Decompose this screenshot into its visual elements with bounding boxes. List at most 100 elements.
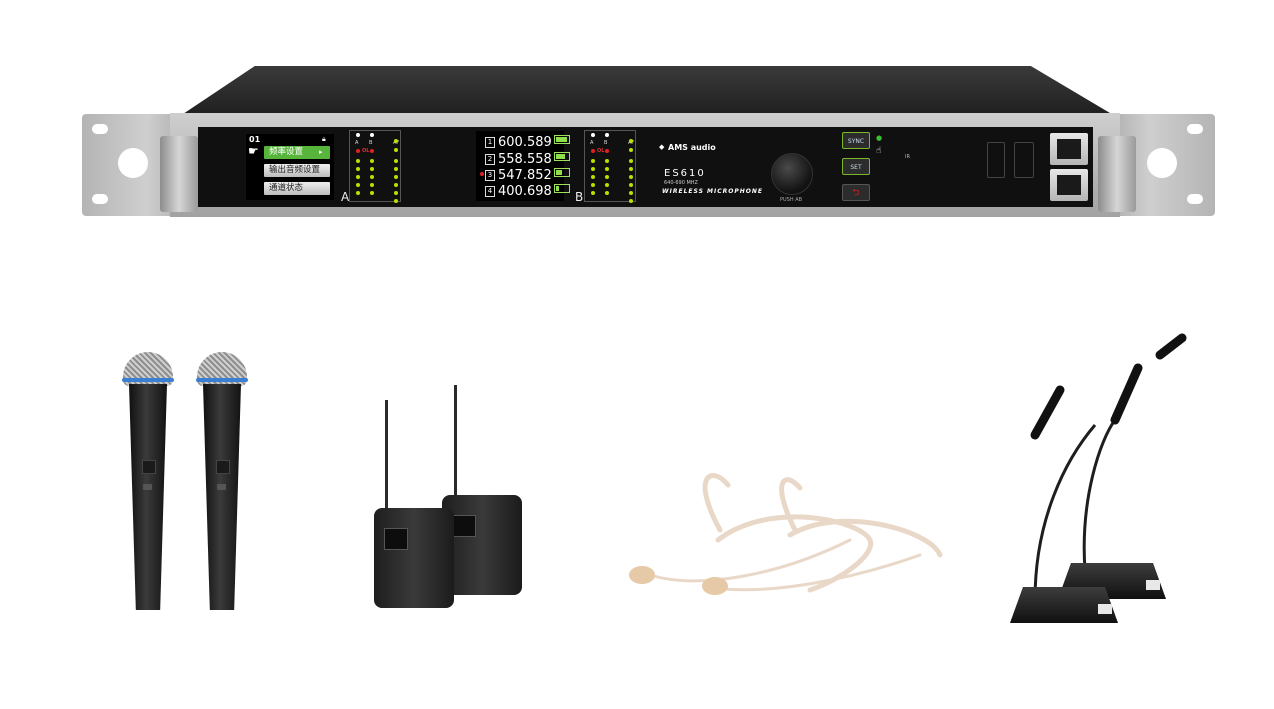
meter-led bbox=[629, 191, 633, 195]
rack-hole bbox=[92, 194, 108, 204]
handheld-mic-body bbox=[203, 384, 241, 610]
rf-indicator bbox=[480, 172, 484, 176]
headset-microphones bbox=[629, 473, 943, 595]
meter-led bbox=[629, 167, 633, 171]
frequency-value: 558.558 bbox=[498, 152, 552, 167]
hand-icon: ☝ bbox=[876, 146, 882, 156]
back-button[interactable]: ⮌ bbox=[842, 184, 870, 201]
meter-led bbox=[370, 167, 374, 171]
meter-led bbox=[394, 183, 398, 187]
meter-led bbox=[356, 167, 360, 171]
menu-item-audio-output[interactable]: 输出音频设置 bbox=[264, 164, 330, 177]
overload-label: OL bbox=[597, 148, 605, 154]
ethernet-port[interactable] bbox=[1050, 169, 1088, 201]
meter-led bbox=[629, 183, 633, 187]
handheld-mic-button bbox=[143, 484, 152, 490]
meter-led bbox=[394, 199, 398, 203]
meter-led bbox=[591, 175, 595, 179]
bodypack-antenna bbox=[385, 400, 388, 510]
meter-led bbox=[629, 175, 633, 179]
rack-hole bbox=[1187, 124, 1203, 134]
receiver-top-cover bbox=[180, 66, 1115, 116]
meter-led bbox=[629, 148, 633, 152]
bodypack-slot bbox=[1014, 142, 1034, 178]
bodypack-transmitter bbox=[442, 495, 522, 595]
meter-led bbox=[629, 139, 633, 143]
overload-label: OL bbox=[362, 148, 370, 154]
frequency-index: 4 bbox=[485, 186, 495, 197]
ethernet-port[interactable] bbox=[1050, 133, 1088, 165]
overload-led bbox=[591, 149, 595, 153]
meter-led bbox=[605, 183, 609, 187]
frequency-index: 3 bbox=[485, 170, 495, 181]
menu-item-channel-status[interactable]: 通道状态 bbox=[264, 182, 330, 195]
handheld-mic-ring bbox=[196, 378, 248, 382]
headset-frame bbox=[648, 473, 943, 593]
meter-header: A bbox=[355, 140, 359, 146]
handheld-mic-ring bbox=[122, 378, 174, 382]
overload-led bbox=[356, 149, 360, 153]
meter-led bbox=[370, 133, 374, 137]
brand-logo-icon: ◆ bbox=[659, 143, 665, 151]
meter-led bbox=[394, 167, 398, 171]
meter-led bbox=[356, 159, 360, 163]
frequency-band: 640-690 MHZ bbox=[664, 180, 698, 186]
gooseneck-microphones bbox=[1030, 333, 1187, 601]
sync-button[interactable]: SYNC bbox=[842, 132, 870, 149]
battery-icon bbox=[553, 135, 570, 144]
meter-led bbox=[591, 191, 595, 195]
rack-ear-right bbox=[1105, 114, 1215, 216]
bodypack-screen bbox=[384, 528, 408, 550]
back-icon: ⮌ bbox=[852, 188, 860, 198]
gooseneck-capsule bbox=[1155, 333, 1187, 360]
lcd-channel-number: 01 bbox=[249, 135, 261, 144]
meter-led bbox=[629, 199, 633, 203]
menu-item-frequency[interactable]: 频率设置 bbox=[264, 146, 330, 159]
meter-led bbox=[591, 159, 595, 163]
overload-led bbox=[370, 149, 374, 153]
meter-header: B bbox=[369, 140, 373, 146]
frequency-value: 400.698 bbox=[498, 184, 552, 199]
battery-level bbox=[555, 170, 563, 175]
control-knob[interactable] bbox=[771, 153, 813, 195]
gooseneck-stem bbox=[1082, 419, 1117, 571]
meter-led bbox=[629, 159, 633, 163]
channel-a-label: A bbox=[341, 190, 350, 204]
meter-led bbox=[394, 159, 398, 163]
battery-level bbox=[555, 186, 560, 191]
frequency-index: 2 bbox=[485, 154, 495, 165]
battery-icon bbox=[553, 184, 570, 193]
knob-label: PUSH AB bbox=[780, 197, 803, 203]
channel-b-label: B bbox=[575, 190, 584, 204]
rack-handle-right bbox=[1098, 136, 1136, 212]
ir-label: IR bbox=[905, 154, 910, 160]
meter-led bbox=[605, 167, 609, 171]
receiver-front-panel bbox=[198, 127, 1093, 207]
meter-led bbox=[394, 175, 398, 179]
arrow-right-icon: ▸ bbox=[319, 148, 323, 156]
meter-led bbox=[370, 191, 374, 195]
meter-led bbox=[356, 133, 360, 137]
set-button[interactable]: SET bbox=[842, 158, 870, 175]
rack-hole bbox=[118, 148, 148, 178]
gooseneck-capsule bbox=[1110, 363, 1143, 425]
frequency-value: 600.589 bbox=[498, 135, 552, 150]
microphone-slot bbox=[987, 142, 1005, 178]
gooseneck-capsule bbox=[1030, 385, 1065, 440]
handheld-mic-screen bbox=[142, 460, 156, 474]
meter-led bbox=[394, 139, 398, 143]
meter-led bbox=[591, 183, 595, 187]
rack-hole bbox=[92, 124, 108, 134]
meter-led bbox=[394, 191, 398, 195]
bodypack-antenna bbox=[454, 385, 457, 495]
lock-icon: 🔒︎ bbox=[322, 135, 326, 143]
battery-icon bbox=[553, 152, 570, 161]
meter-led bbox=[356, 175, 360, 179]
meter-led bbox=[356, 183, 360, 187]
headset-foam-tip bbox=[629, 566, 655, 584]
rack-hole bbox=[1147, 148, 1177, 178]
hand-icon: ☛ bbox=[248, 144, 259, 158]
